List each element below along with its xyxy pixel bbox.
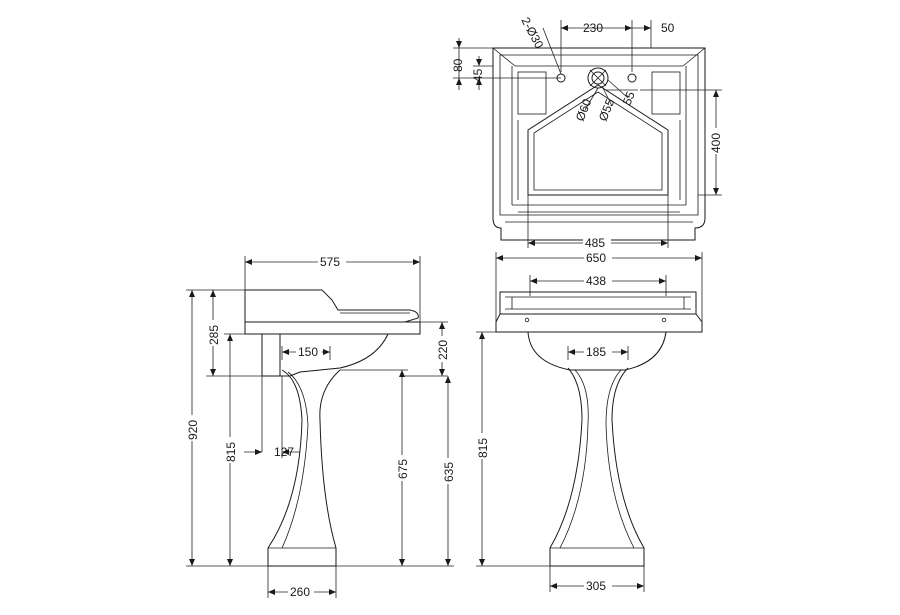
dim-tap-holes: 2-Ø30 <box>518 15 546 51</box>
dim-bowl-width: 485 <box>585 236 605 250</box>
front-splashback <box>499 291 697 315</box>
basin-outline-top <box>492 47 706 241</box>
dim-rim-height-side: 815 <box>224 442 238 462</box>
front-rim <box>495 313 703 333</box>
dim-waste-outer: Ø60 <box>573 97 595 124</box>
side-view: 575 285 920 815 127 150 2 <box>185 255 456 599</box>
front-view: 650 438 185 815 305 <box>475 251 703 593</box>
side-splashback <box>244 289 419 323</box>
front-pedestal <box>549 367 645 567</box>
bowl-outline-top <box>527 84 669 196</box>
top-view: 230 50 2-Ø30 80 45 Ø60 Ø55 55 400 <box>451 15 723 250</box>
waste-inner <box>591 71 605 85</box>
dim-waste-outlet: 150 <box>298 345 318 359</box>
tap-hole-right <box>627 73 637 83</box>
side-pedestal <box>267 369 341 567</box>
dim-bowl-rim: 220 <box>436 340 450 360</box>
dim-foot-width: 305 <box>586 579 606 593</box>
dim-basin-height: 285 <box>207 325 221 345</box>
dim-waste-offset: 55 <box>620 89 638 107</box>
dim-waste-height: 127 <box>274 445 294 459</box>
dim-back-to-tap-row: 45 <box>471 68 485 82</box>
dim-top-depth: 575 <box>320 255 340 269</box>
dim-rim-height-front: 815 <box>476 438 490 458</box>
dim-pedestal-neck: 185 <box>586 345 606 359</box>
dim-pedestal-height: 675 <box>396 459 410 479</box>
dim-tap-hole-offset: 50 <box>661 21 675 35</box>
dim-waste-inner: Ø55 <box>596 97 618 124</box>
dim-overall-height: 920 <box>186 420 200 440</box>
side-rim <box>244 321 421 335</box>
side-bowl <box>279 333 389 377</box>
dim-foot-depth: 260 <box>290 585 310 599</box>
dim-back-to-tap-hole: 80 <box>451 58 465 72</box>
dim-top-width: 650 <box>586 251 606 265</box>
front-bowl <box>527 331 667 371</box>
dim-tap-spacing: 230 <box>583 21 603 35</box>
dim-waste-drop: 635 <box>442 462 456 482</box>
dim-bowl-depth: 400 <box>709 133 723 153</box>
dim-splashback-width: 438 <box>586 274 606 288</box>
